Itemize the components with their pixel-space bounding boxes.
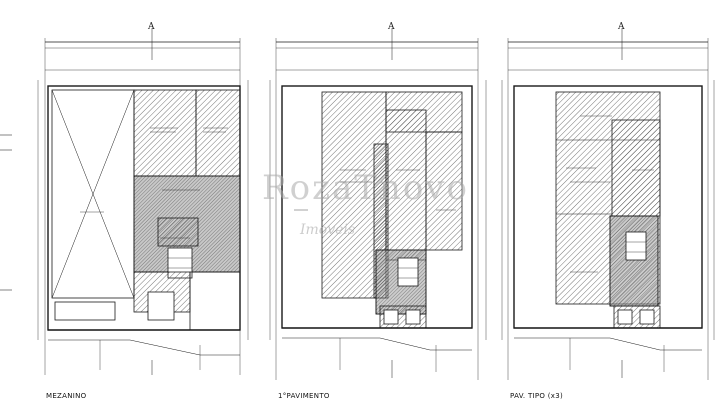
section-mark-a-tipo: A <box>618 22 625 32</box>
plan-title-pav-tipo: PAV. TIPO (x3) <box>510 392 564 400</box>
section-mark-a-mezanino: A <box>148 22 155 32</box>
plan-mezanino <box>37 28 249 375</box>
sheet-frame <box>0 134 12 291</box>
plan-pav-tipo <box>501 28 715 380</box>
watermark-logo: RozaTnovo <box>262 168 469 208</box>
plan-title-mezanino: MEZANINO <box>46 392 87 400</box>
section-mark-a-pavimento: A <box>388 22 395 32</box>
watermark-tagline: Imoveis <box>300 222 356 238</box>
plan-title-1-pavimento: 1°PAVIMENTO <box>278 392 330 400</box>
plan-1-pavimento <box>269 28 487 380</box>
